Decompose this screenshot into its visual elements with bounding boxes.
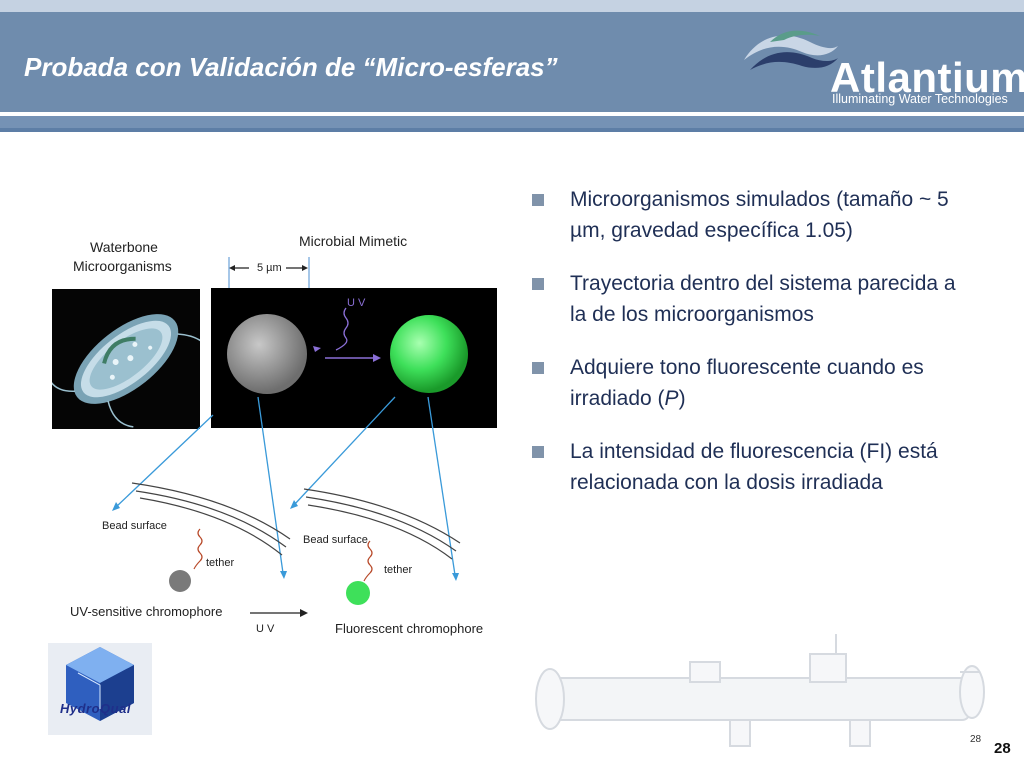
label-microbial-mimetic: Microbial Mimetic <box>299 233 408 249</box>
logo-tagline: Illuminating Water Technologies <box>832 92 1008 106</box>
microsphere-diagram: Waterbone Microorganisms Microbial Mimet… <box>40 225 510 655</box>
hydroqual-cube-icon <box>66 647 134 721</box>
wave-icon <box>744 30 838 70</box>
page-number: 28 <box>994 740 1011 757</box>
bullet-item: Trayectoria dentro del sistema parecida … <box>530 268 970 330</box>
bullet-item: La intensidad de fluorescencia (FI) está… <box>530 436 970 498</box>
bullet-square-icon <box>532 194 544 206</box>
logo-name: Atlantium <box>830 54 1024 101</box>
bullet-item: Microorganismos simulados (tamaño ~ 5 µm… <box>530 184 970 246</box>
bullet-text-before: Adquiere tono fluorescente cuando es irr… <box>570 356 924 410</box>
label-bead-surface-2: Bead surface <box>303 534 368 546</box>
bullet-square-icon <box>532 278 544 290</box>
page-number-small: 28 <box>970 734 982 745</box>
bullet-text: Microorganismos simulados (tamaño ~ 5 µm… <box>570 188 949 242</box>
bullet-text-after: ) <box>678 387 686 410</box>
bullet-text: La intensidad de fluorescencia (FI) está… <box>570 440 938 494</box>
hydroqual-logo: HydroQual <box>48 643 152 735</box>
hydroqual-text: HydroQual <box>60 701 131 716</box>
header-bar <box>0 12 1024 112</box>
label-uv-sensitive-chromophore: UV-sensitive chromophore <box>70 604 223 619</box>
label-fluorescent-chromophore: Fluorescent chromophore <box>335 621 484 636</box>
label-size: 5 µm <box>257 262 282 274</box>
slide-title: Probada con Validación de “Micro-esferas… <box>24 52 558 82</box>
header-top-band <box>0 0 1024 12</box>
label-uv-bottom: U V <box>256 623 275 635</box>
label-waterborne-line1: Waterbone <box>90 239 158 255</box>
label-uv-top: U V <box>347 297 366 309</box>
size-arrow-left-icon <box>229 265 249 271</box>
bullet-item: Adquiere tono fluorescente cuando es irr… <box>530 352 970 414</box>
label-waterborne-line2: Microorganisms <box>73 258 172 274</box>
header-divider <box>0 112 1024 116</box>
label-tether-2: tether <box>384 564 413 576</box>
bullet-square-icon <box>532 446 544 458</box>
label-tether-1: tether <box>206 557 235 569</box>
bullet-text-italic: P <box>664 387 679 410</box>
connector-arrows <box>112 396 461 617</box>
atlantium-logo: Atlantium Illuminating Water Technologie… <box>740 20 1024 112</box>
bullet-list: Microorganismos simulados (tamaño ~ 5 µm… <box>530 184 970 520</box>
microorganism-image <box>52 289 200 429</box>
header-bottom-band-dark <box>0 128 1024 132</box>
bullet-text: Trayectoria dentro del sistema parecida … <box>570 272 956 326</box>
label-bead-surface-1: Bead surface <box>102 520 167 532</box>
bullet-square-icon <box>532 362 544 374</box>
uv-reactor-image <box>535 634 985 747</box>
size-arrow-right-icon <box>286 265 308 271</box>
